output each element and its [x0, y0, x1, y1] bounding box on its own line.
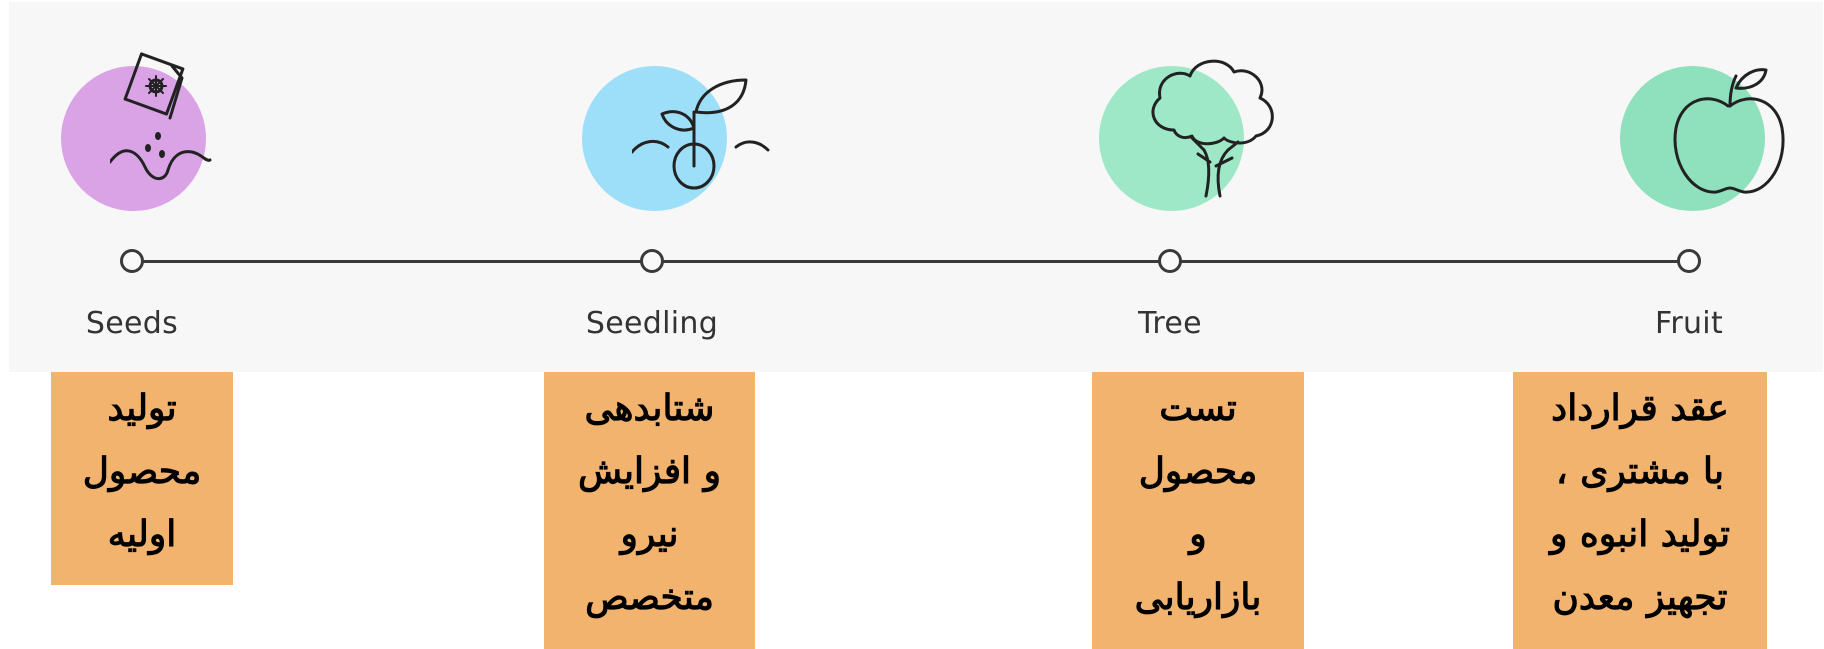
- note-box-fruit: عقد قرارداد با مشتری ، تولید انبوه و تجه…: [1513, 372, 1767, 649]
- timeline-node-tree: [1158, 249, 1182, 273]
- note-line: عقد قرارداد: [1551, 387, 1729, 429]
- apple-icon: [1673, 68, 1785, 194]
- note-line: و: [1189, 513, 1207, 555]
- stage-label-fruit: Fruit: [1654, 306, 1724, 341]
- seed-packet-icon: [110, 52, 212, 181]
- note-line: اولیه: [107, 513, 177, 555]
- note-box-seedling: شتابدهی و افزایش نیرو متخصص: [544, 372, 755, 649]
- timeline-panel: [9, 2, 1823, 372]
- stage-label-seeds: Seeds: [85, 306, 179, 341]
- note-line: با مشتری ،: [1556, 450, 1724, 492]
- note-line: تولید انبوه و: [1549, 513, 1731, 555]
- note-line: تولید: [107, 387, 177, 429]
- note-line: بازاریابی: [1134, 576, 1262, 618]
- note-line: متخصص: [585, 576, 714, 618]
- note-line: شتابدهی: [584, 387, 715, 429]
- note-box-seeds: تولید محصول اولیه: [51, 372, 233, 585]
- fruit-blob: [1620, 66, 1765, 211]
- tree-icon: [1151, 59, 1274, 198]
- timeline-node-seeds: [120, 249, 144, 273]
- stage-label-tree: Tree: [1138, 306, 1202, 341]
- note-line: تجهیز معدن: [1552, 576, 1728, 618]
- note-line: محصول: [82, 450, 202, 492]
- timeline-node-fruit: [1677, 249, 1701, 273]
- note-line: نیرو: [620, 513, 679, 555]
- note-line: محصول: [1138, 450, 1258, 492]
- timeline-node-seedling: [640, 249, 664, 273]
- stage-label-seedling: Seedling: [585, 306, 719, 341]
- note-box-tree: تست محصول و بازاریابی: [1092, 372, 1304, 649]
- note-line: و افزایش: [578, 450, 721, 492]
- seeds-blob: [61, 66, 206, 211]
- sprout-icon: [632, 78, 770, 190]
- timeline-line: [134, 260, 1690, 263]
- note-line: تست: [1159, 387, 1237, 429]
